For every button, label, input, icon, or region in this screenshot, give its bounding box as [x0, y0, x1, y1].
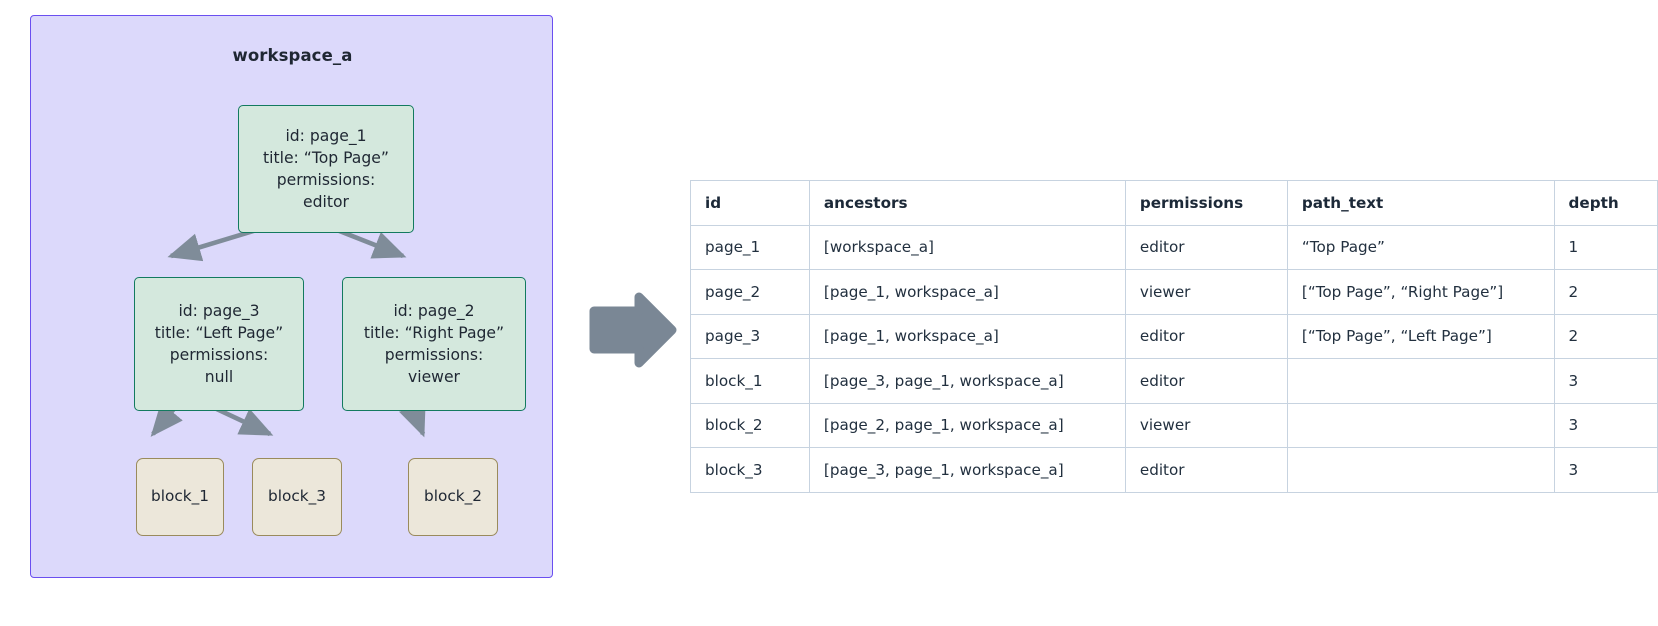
column-header-depth[interactable]: depth [1553, 180, 1658, 226]
cell-depth: 2 [1553, 269, 1658, 315]
node-page-2-perm-key: permissions: [384, 346, 484, 364]
column-header-path-text[interactable]: path_text [1286, 180, 1555, 226]
table-body: page_1 [workspace_a] editor “Top Page” 1… [690, 224, 1658, 493]
cell-ancestors: [page_3, page_1, workspace_a] [808, 358, 1126, 404]
node-page-2[interactable]: id: page_2 title: “Right Page” permissio… [342, 277, 526, 411]
cell-permissions: editor [1124, 447, 1288, 493]
cell-permissions: viewer [1124, 269, 1288, 315]
node-page-2-title: title: “Right Page” [363, 323, 505, 342]
node-page-1-perm-key: permissions: [276, 171, 376, 189]
column-header-ancestors[interactable]: ancestors [808, 180, 1126, 226]
workspace-container: workspace_a id: page_1 t [30, 15, 553, 578]
cell-permissions: editor [1124, 224, 1288, 270]
cell-id: block_3 [690, 447, 810, 493]
node-page-1[interactable]: id: page_1 title: “Top Page” permissions… [238, 105, 414, 233]
table-row[interactable]: block_1 [page_3, page_1, workspace_a] ed… [690, 358, 1658, 404]
cell-depth: 3 [1553, 402, 1658, 448]
table-row[interactable]: block_2 [page_2, page_1, workspace_a] vi… [690, 402, 1658, 448]
right-arrow-icon [589, 292, 677, 368]
cell-path-text: “Top Page” [1286, 224, 1555, 270]
table-header-row: id ancestors permissions path_text depth [690, 180, 1658, 226]
cell-permissions: editor [1124, 358, 1288, 404]
cell-permissions: editor [1124, 313, 1288, 359]
node-page-1-id: id: page_1 [285, 126, 367, 145]
node-block-2-label: block_2 [424, 487, 482, 506]
workspace-title: workspace_a [232, 46, 353, 65]
table-row[interactable]: block_3 [page_3, page_1, workspace_a] ed… [690, 447, 1658, 493]
cell-id: page_1 [690, 224, 810, 270]
node-page-1-title: title: “Top Page” [263, 148, 389, 167]
node-page-2-perm-val: viewer [408, 368, 460, 387]
node-block-3-label: block_3 [268, 487, 326, 506]
node-block-1-label: block_1 [151, 487, 209, 506]
cell-id: block_1 [690, 358, 810, 404]
cell-ancestors: [page_3, page_1, workspace_a] [808, 447, 1126, 493]
table-row[interactable]: page_2 [page_1, workspace_a] viewer [“To… [690, 269, 1658, 315]
cell-id: block_2 [690, 402, 810, 448]
cell-id: page_2 [690, 269, 810, 315]
result-table-wrapper: id ancestors permissions path_text depth… [690, 180, 1658, 493]
node-page-1-perm-val: editor [303, 193, 349, 212]
node-page-2-id: id: page_2 [393, 301, 475, 320]
cell-ancestors: [page_2, page_1, workspace_a] [808, 402, 1126, 448]
cell-ancestors: [page_1, workspace_a] [808, 313, 1126, 359]
table-row[interactable]: page_3 [page_1, workspace_a] editor [“To… [690, 313, 1658, 359]
column-header-permissions[interactable]: permissions [1124, 180, 1288, 226]
cell-depth: 3 [1553, 358, 1658, 404]
node-page-3-perm-val: null [204, 368, 234, 387]
cell-ancestors: [page_1, workspace_a] [808, 269, 1126, 315]
result-table: id ancestors permissions path_text depth… [690, 180, 1658, 493]
node-page-3-title: title: “Left Page” [154, 323, 284, 342]
cell-path-text: [“Top Page”, “Right Page”] [1286, 269, 1555, 315]
node-page-3[interactable]: id: page_3 title: “Left Page” permission… [134, 277, 304, 411]
cell-ancestors: [workspace_a] [808, 224, 1126, 270]
node-block-3[interactable]: block_3 [252, 458, 342, 536]
node-page-3-id: id: page_3 [178, 301, 260, 320]
node-block-2[interactable]: block_2 [408, 458, 498, 536]
column-header-id[interactable]: id [690, 180, 810, 226]
cell-path-text [1286, 447, 1555, 493]
cell-depth: 2 [1553, 313, 1658, 359]
cell-id: page_3 [690, 313, 810, 359]
cell-permissions: viewer [1124, 402, 1288, 448]
table-row[interactable]: page_1 [workspace_a] editor “Top Page” 1 [690, 224, 1658, 270]
node-page-3-perm-key: permissions: [169, 346, 269, 364]
node-block-1[interactable]: block_1 [136, 458, 224, 536]
cell-path-text: [“Top Page”, “Left Page”] [1286, 313, 1555, 359]
cell-depth: 1 [1553, 224, 1658, 270]
cell-path-text [1286, 358, 1555, 404]
cell-path-text [1286, 402, 1555, 448]
cell-depth: 3 [1553, 447, 1658, 493]
